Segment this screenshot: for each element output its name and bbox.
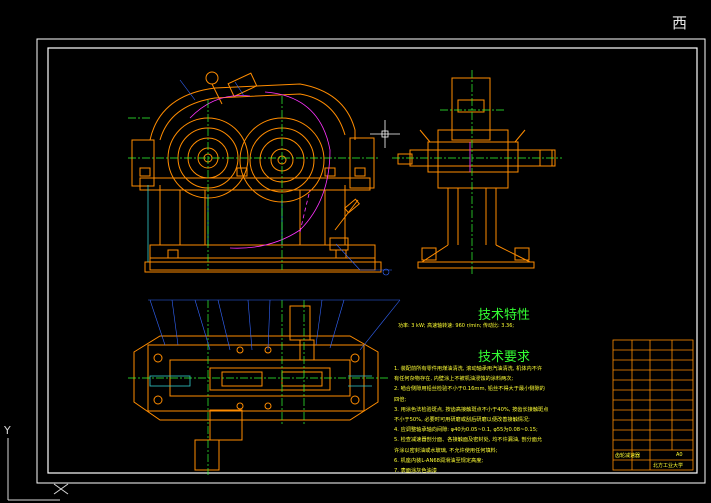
tech-features-spec: 功率: 3 kW; 高速轴转速: 960 r/min; 传动比: 3.36; [398, 323, 515, 329]
requirement-line: 6. 机座内装L-AN68润滑油至规定高度; [394, 457, 484, 464]
requirement-line: 5. 检查减速器剖分面、各接触面及密封处, 均不许漏油, 剖分面允 [394, 437, 543, 444]
requirement-line: 7. 表面涂灰色油漆 [394, 468, 437, 475]
front-view-centerlines [128, 96, 380, 270]
requirement-line: 4. 应调整轴承轴向间隙: φ40为0.05~0.1, φ55为0.08~0.1… [394, 427, 538, 434]
plan-view-leaders [148, 299, 401, 351]
title-block-sheet-size: A0 [676, 452, 683, 458]
requirement-line: 1. 装配前所有零件用煤油清洗, 滚动轴承用汽油清洗, 机体内不许 [394, 366, 543, 372]
requirement-line: 3. 用涂色法检验斑点, 按齿高接触斑点不小于40%, 按齿长接触斑点 [394, 406, 549, 413]
ucs-y-axis-label: Y [4, 424, 11, 437]
requirement-line: 有任何杂物存在, 内壁涂上不被机油浸蚀的涂料两次; [394, 376, 514, 383]
tech-requirements-list: 1. 装配前所有零件用煤油清洗, 滚动轴承用汽油清洗, 机体内不许 有任何杂物存… [394, 364, 609, 476]
title-block-school: 北方工业大学 [653, 463, 684, 469]
side-view-centerlines [392, 70, 562, 275]
plan-view-cyan [149, 375, 372, 387]
requirement-line: 许涂以密封油或水玻璃, 不允许使用任何填料; [394, 447, 498, 454]
front-view-leaders [179, 79, 392, 276]
tech-features-title: 技术特性 [478, 308, 531, 323]
front-view-gear-pitch-lines [189, 91, 331, 249]
tech-requirements-title: 技术要求 [478, 350, 531, 365]
sheet-inner-frame [47, 47, 698, 474]
requirement-line: 2. 啮合侧隙用铅丝检验不小于0.16mm, 铅丝不得大于最小侧隙的 [394, 386, 545, 393]
plan-view-centerlines [128, 300, 390, 475]
viewcube-compass-label[interactable]: 西 [672, 14, 688, 32]
title-block-drawing-name: 齿轮减速器 [615, 453, 641, 459]
side-view [397, 77, 556, 269]
ucs-icon [7, 438, 69, 501]
sheet-outer-border [36, 38, 706, 484]
front-view [131, 71, 382, 273]
title-block[interactable] [612, 339, 694, 471]
crosshair-cursor [370, 120, 400, 148]
requirement-line: 四倍; [394, 396, 407, 403]
requirement-line: 不小于50%, 必要时可用研磨或刮后研磨以便改善接触情况; [394, 417, 530, 424]
plan-view [133, 305, 379, 471]
